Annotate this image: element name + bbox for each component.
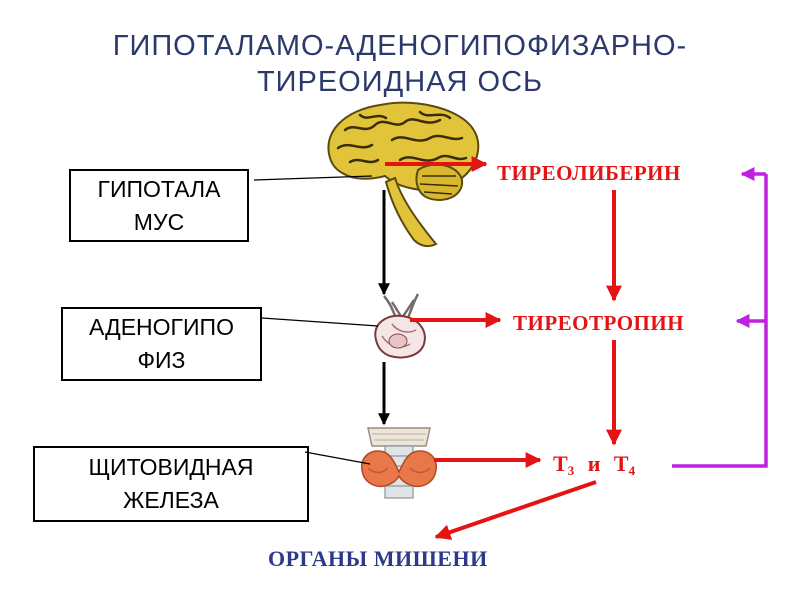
thyroliberin-label: ТИРЕОЛИБЕРИН [497,161,681,186]
t3-subscript: 3 [568,463,575,478]
t3-letter: Т [553,451,568,476]
pointer-line-pituitary [262,318,378,326]
t4-subscript: 4 [629,463,636,478]
brain-icon [328,103,478,246]
hormones-t3-t4-label: Т3 и Т4 [553,451,635,479]
target-organs-label: ОРГАНЫ МИШЕНИ [268,546,488,572]
and-word: и [588,451,601,476]
t4-letter: Т [614,451,629,476]
thyroid-gland-icon [362,428,436,498]
thyrotropin-label: ТИРЕОТРОПИН [513,311,684,336]
pointer-line-thyroid [305,452,370,464]
red-arrow-to-target-organs [436,482,596,537]
pituitary-gland-icon [375,294,425,358]
